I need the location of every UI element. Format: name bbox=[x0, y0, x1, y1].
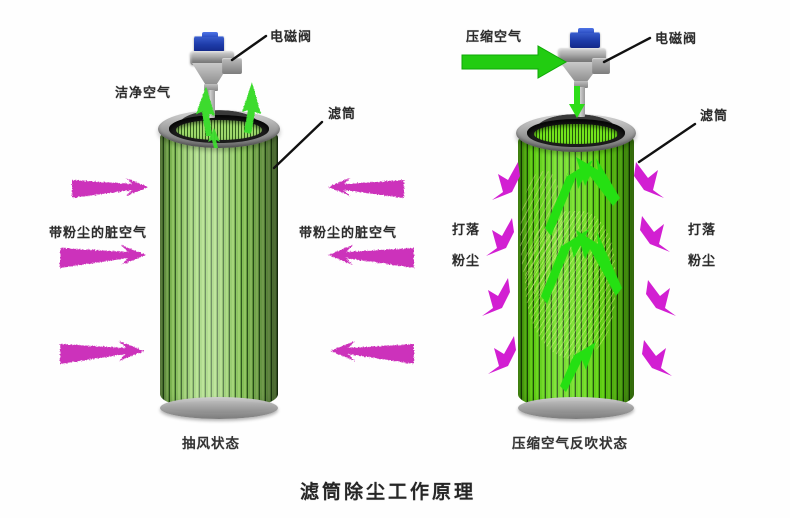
label-knock-off-left-flank: 打落 bbox=[452, 223, 481, 238]
valve-nut-left bbox=[204, 84, 218, 91]
label-clean-air-left: 洁净空气 bbox=[115, 86, 172, 101]
collar-core-left bbox=[176, 119, 262, 140]
valve-coil-cap-right bbox=[578, 28, 594, 33]
label-dust-right-flank: 粉尘 bbox=[688, 254, 717, 269]
leader-line-cartridge-right bbox=[637, 122, 697, 164]
label-dirty-air-left-right: 带粉尘的脏空气 bbox=[299, 226, 398, 241]
state-label-filtration: 抽风状态 bbox=[182, 436, 240, 452]
compressed-air-arrow-right bbox=[461, 45, 568, 79]
valve-outlet-port-left bbox=[222, 58, 242, 74]
figure-title: 滤筒除尘工作原理 bbox=[300, 481, 477, 503]
label-solenoid-valve-left: 电磁阀 bbox=[270, 30, 313, 45]
valve-blow-tube-right bbox=[577, 87, 585, 117]
label-knock-off-right-flank: 打落 bbox=[688, 223, 717, 238]
dust-arrows-right-panel-right-flank bbox=[634, 162, 676, 376]
label-dirty-air-left: 带粉尘的脏空气 bbox=[49, 226, 148, 241]
label-compressed-air-right: 压缩空气 bbox=[466, 30, 523, 45]
valve-nut-right bbox=[574, 81, 588, 88]
clean-air-arrows-left bbox=[196, 82, 261, 148]
label-solenoid-valve-right: 电磁阀 bbox=[655, 32, 698, 47]
filter-cartridge-left bbox=[160, 122, 278, 419]
cartridge-top-collar-left bbox=[158, 110, 280, 148]
cartridge-pleats-left bbox=[160, 122, 278, 410]
leader-line-cartridge-left bbox=[272, 120, 324, 170]
dirty-air-arrows-left-side bbox=[60, 178, 148, 364]
solenoid-valve-right bbox=[556, 28, 620, 122]
cartridge-top-collar-right bbox=[516, 114, 636, 152]
leader-line-solenoid-right bbox=[602, 36, 652, 64]
collar-core-right bbox=[534, 123, 618, 144]
valve-coil-cap-left bbox=[202, 32, 218, 37]
valve-coil-right bbox=[570, 32, 600, 48]
leader-line-solenoid-left bbox=[230, 34, 268, 62]
state-label-pulse-jet: 压缩空气反吹状态 bbox=[512, 436, 628, 452]
dust-arrows-right-panel-left-flank bbox=[482, 162, 520, 374]
dirty-air-arrows-left-rightside bbox=[328, 178, 414, 364]
label-filter-cartridge-right: 滤筒 bbox=[700, 109, 729, 124]
label-filter-cartridge-left: 滤筒 bbox=[328, 107, 357, 122]
cartridge-bottom-rim-left bbox=[164, 401, 274, 413]
cartridge-bottom-rim-right bbox=[522, 401, 630, 413]
backblow-arrows-right bbox=[541, 157, 622, 392]
label-dust-left-flank: 粉尘 bbox=[452, 254, 481, 269]
pulse-jet-down-arrow-right bbox=[569, 86, 585, 118]
valve-coil-left bbox=[194, 36, 224, 52]
dust-release-zone-right bbox=[524, 211, 616, 359]
